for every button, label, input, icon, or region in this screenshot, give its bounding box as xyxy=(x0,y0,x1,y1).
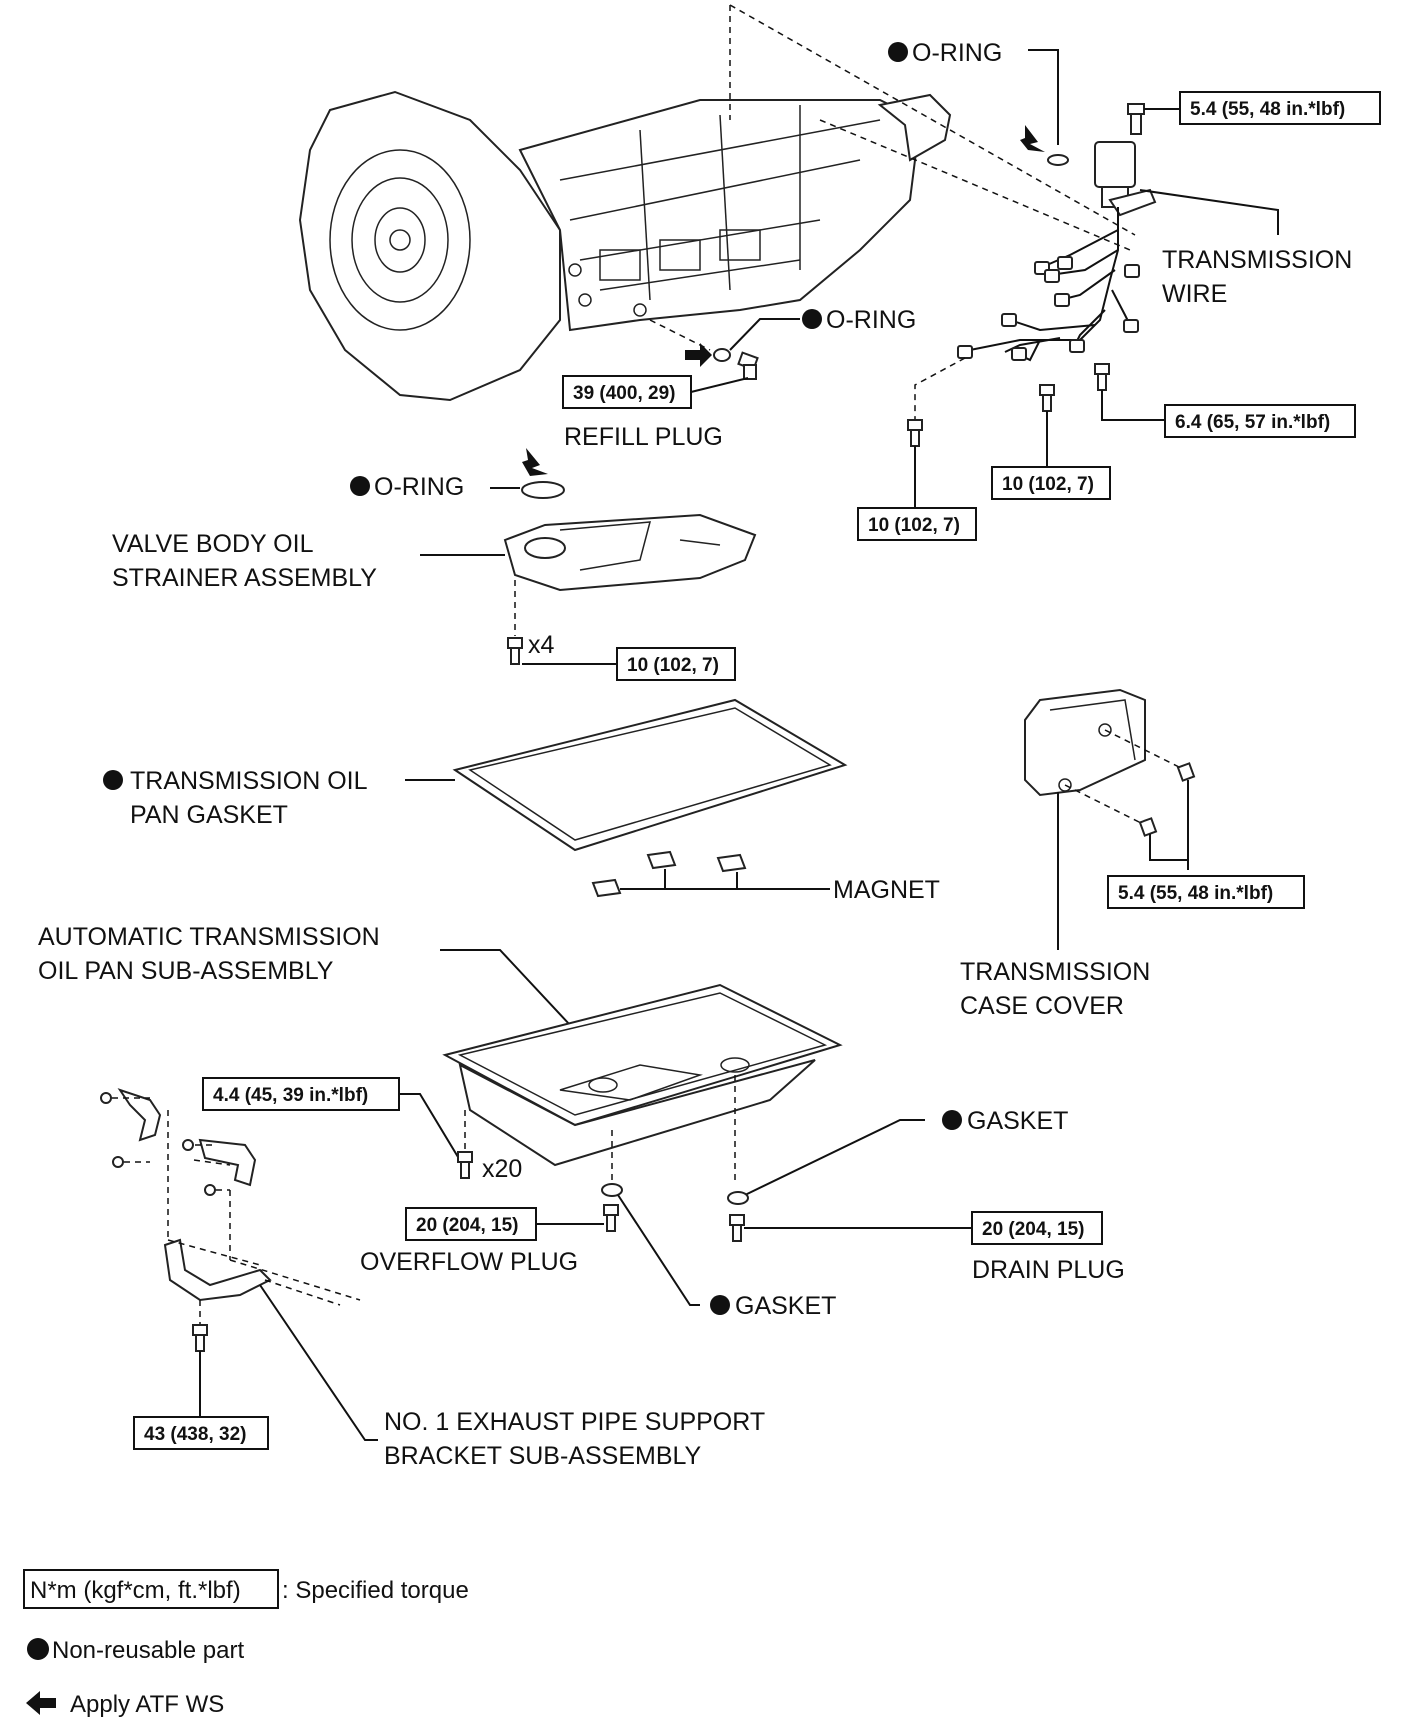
non-reusable-dot xyxy=(942,1110,962,1130)
qty-strainer-bolts: x4 xyxy=(528,631,555,659)
oil-pan-gasket: TRANSMISSION OIL PAN GASKET xyxy=(103,698,848,852)
torque-refill-plug: 39 (400, 29) xyxy=(573,383,675,404)
overflow-plug-group: 20 (204, 15) OVERFLOW PLUG GASKET xyxy=(360,1183,836,1320)
o-ring-top-label: O-RING xyxy=(912,39,1002,67)
apply-atf-arrow-icon xyxy=(1020,125,1045,152)
strainer-group: O-RING VALVE BODY OIL STRAINER ASSEMBLY … xyxy=(112,448,757,681)
refill-plug-label: REFILL PLUG xyxy=(564,423,723,451)
torque-wire-bolt-mid: 10 (102, 7) xyxy=(1002,474,1094,495)
transmission-wire-label-2: WIRE xyxy=(1162,280,1227,308)
transmission-wire: 5.4 (55, 48 in.*lbf) TRANSMISSION WIRE 6… xyxy=(857,91,1381,541)
refill-plug-group: O-RING 39 (400, 29) REFILL PLUG xyxy=(562,306,916,451)
non-reusable-dot xyxy=(350,476,370,496)
torque-strainer: 10 (102, 7) xyxy=(627,655,719,676)
gasket-overflow-label: GASKET xyxy=(735,1292,836,1320)
non-reusable-dot-icon xyxy=(27,1638,49,1660)
non-reusable-dot xyxy=(802,309,822,329)
case-cover-label-1: TRANSMISSION xyxy=(960,958,1150,986)
transmission-case-cover: 5.4 (55, 48 in.*lbf) TRANSMISSION CASE C… xyxy=(960,688,1305,1020)
o-ring-refill-label: O-RING xyxy=(826,306,916,334)
torque-case-cover: 5.4 (55, 48 in.*lbf) xyxy=(1118,883,1273,904)
non-reusable-dot xyxy=(888,42,908,62)
apply-atf-arrow-icon xyxy=(685,343,712,367)
legend-apply-atf: Apply ATF WS xyxy=(70,1691,224,1718)
magnet-label: MAGNET xyxy=(833,876,940,904)
non-reusable-dot xyxy=(710,1295,730,1315)
oil-pan-label-2: OIL PAN SUB-ASSEMBLY xyxy=(38,957,334,985)
torque-drain-plug: 20 (204, 15) xyxy=(982,1219,1084,1240)
torque-wire-clamp: 6.4 (65, 57 in.*lbf) xyxy=(1175,412,1330,433)
gasket-drain-label: GASKET xyxy=(967,1107,1068,1135)
o-ring-strainer-label: O-RING xyxy=(374,473,464,501)
legend: N*m (kgf*cm, ft.*lbf) : Specified torque… xyxy=(23,1569,469,1718)
torque-oil-pan: 4.4 (45, 39 in.*lbf) xyxy=(213,1085,368,1106)
torque-bracket: 43 (438, 32) xyxy=(144,1424,246,1445)
apply-atf-arrow-icon xyxy=(522,448,548,476)
exhaust-pipe-bracket: 43 (438, 32) NO. 1 EXHAUST PIPE SUPPORT … xyxy=(100,1088,765,1470)
gasket-pan-label-2: PAN GASKET xyxy=(130,801,288,829)
legend-non-reusable: Non-reusable part xyxy=(52,1637,244,1664)
transmission-assembly xyxy=(298,90,952,402)
non-reusable-dot xyxy=(103,770,123,790)
oil-pan-sub-assembly: AUTOMATIC TRANSMISSION OIL PAN SUB-ASSEM… xyxy=(38,923,843,1183)
gasket-pan-label-1: TRANSMISSION OIL xyxy=(130,767,368,795)
bracket-label-1: NO. 1 EXHAUST PIPE SUPPORT xyxy=(384,1408,765,1436)
qty-pan-bolts: x20 xyxy=(482,1155,522,1183)
strainer-label-1: VALVE BODY OIL xyxy=(112,530,314,558)
torque-wire-bolt-top: 5.4 (55, 48 in.*lbf) xyxy=(1190,99,1345,120)
case-cover-label-2: CASE COVER xyxy=(960,992,1124,1020)
legend-torque-key: N*m (kgf*cm, ft.*lbf) xyxy=(30,1577,241,1604)
drain-plug-group: GASKET 20 (204, 15) DRAIN PLUG xyxy=(727,1107,1125,1284)
o-ring-top: O-RING xyxy=(888,39,1069,166)
torque-overflow-plug: 20 (204, 15) xyxy=(416,1215,518,1236)
bracket-label-2: BRACKET SUB-ASSEMBLY xyxy=(384,1442,702,1470)
transmission-wire-label-1: TRANSMISSION xyxy=(1162,246,1352,274)
apply-atf-arrow-icon xyxy=(26,1691,56,1715)
legend-torque-desc: : Specified torque xyxy=(282,1577,469,1604)
magnets: MAGNET xyxy=(591,850,940,904)
overflow-plug-label: OVERFLOW PLUG xyxy=(360,1248,578,1276)
oil-pan-label-1: AUTOMATIC TRANSMISSION xyxy=(38,923,380,951)
drain-plug-label: DRAIN PLUG xyxy=(972,1256,1125,1284)
strainer-label-2: STRAINER ASSEMBLY xyxy=(112,564,377,592)
torque-wire-bolt-left: 10 (102, 7) xyxy=(868,515,960,536)
